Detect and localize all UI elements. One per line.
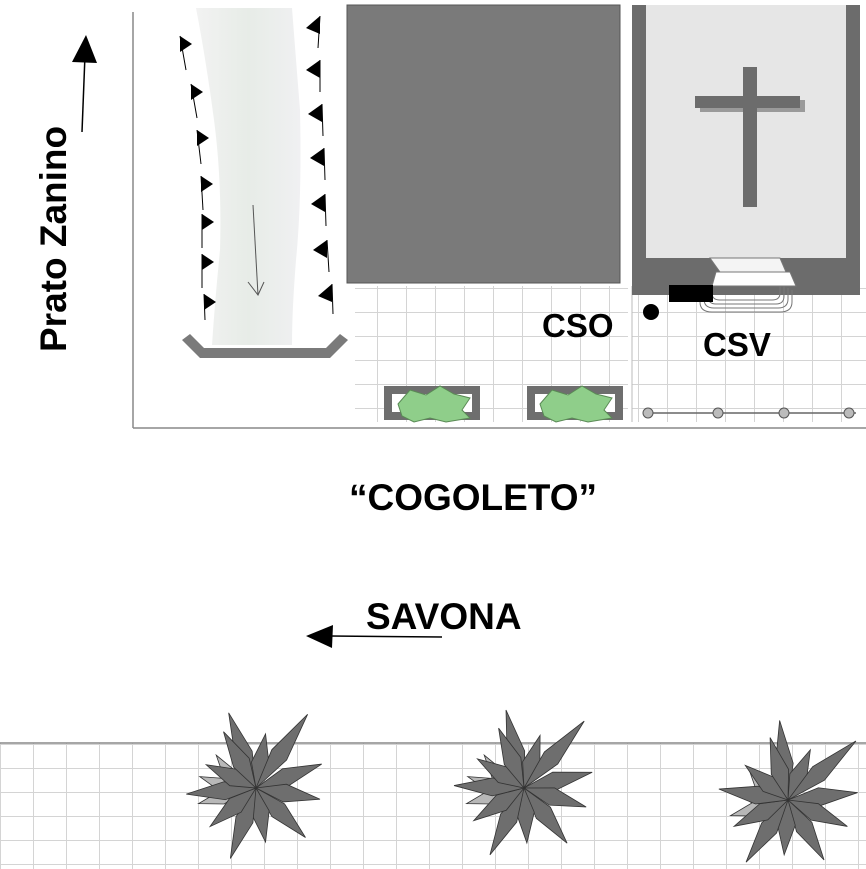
direction-label: SAVONA (366, 596, 522, 637)
arrow-up-icon (72, 35, 97, 133)
palm-frond (498, 727, 525, 790)
cso-label: CSO (542, 307, 614, 344)
palm-frond (522, 787, 587, 808)
building (346, 4, 621, 284)
street-label: “COGOLETO” (349, 477, 597, 518)
church (632, 5, 860, 313)
palm-frond (223, 731, 257, 790)
church-steps (699, 257, 797, 313)
palm-tree-icon (453, 709, 593, 856)
embankment-right (306, 15, 334, 315)
csv-marker (669, 285, 713, 302)
embankment-left (179, 35, 216, 321)
dot-icon (643, 304, 659, 320)
shrub-icon (397, 385, 472, 423)
palm-frond (769, 737, 789, 802)
creek (182, 8, 348, 358)
palm-frond (786, 799, 848, 827)
palm-frond (787, 740, 857, 801)
railing (642, 407, 856, 419)
cross-icon (695, 67, 805, 207)
shrub-planter-2 (527, 385, 623, 423)
palm-frond (255, 713, 308, 789)
palm-frond (523, 720, 585, 789)
palm-trees (186, 709, 858, 863)
arrow-left-icon (306, 625, 443, 648)
shrub-icon (539, 385, 614, 423)
palm-frond (254, 783, 321, 803)
palm-tree-icon (186, 712, 322, 859)
shrub-planter-1 (384, 385, 480, 423)
north-label: Prato Zanino (33, 126, 74, 352)
palm-tree-icon (718, 720, 858, 863)
block-boundary (132, 12, 866, 429)
csv-label: CSV (703, 326, 771, 363)
pavement-lower (0, 742, 866, 869)
